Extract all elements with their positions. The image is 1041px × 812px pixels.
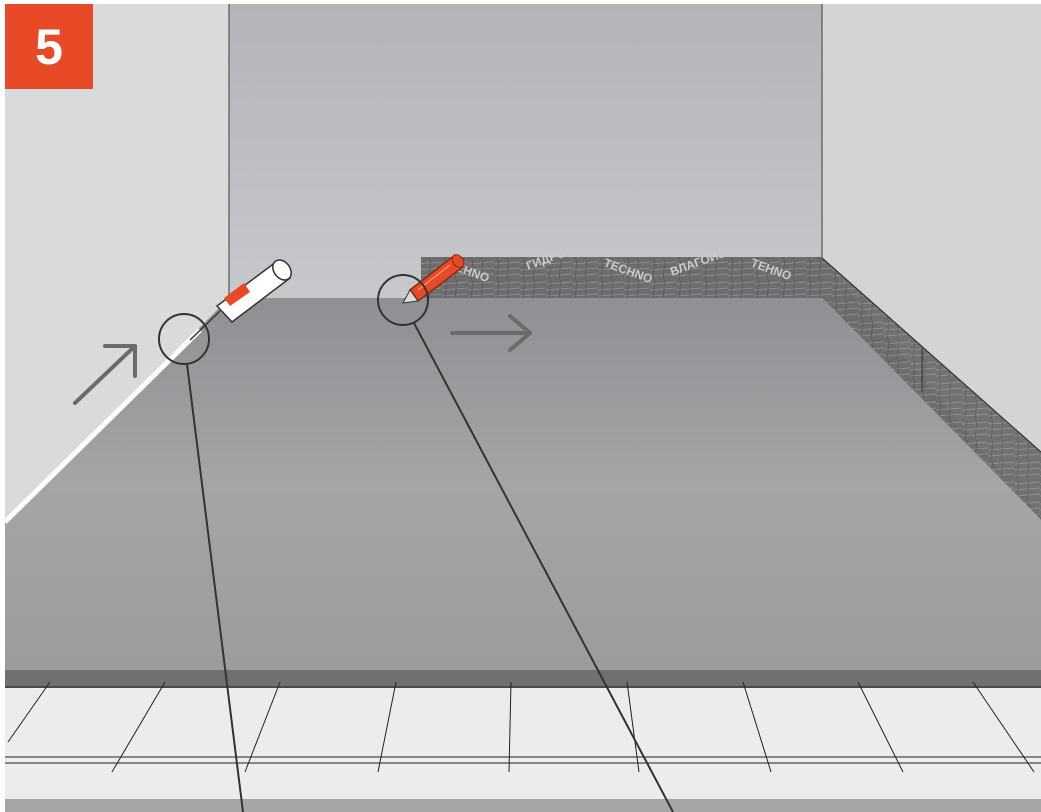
left-wall bbox=[5, 4, 229, 522]
utility-knife-icon bbox=[402, 253, 465, 304]
tile-joints bbox=[5, 681, 1041, 773]
glue-gun-icon bbox=[189, 259, 292, 341]
callout-circle-icon bbox=[158, 313, 244, 812]
floor-membrane bbox=[5, 298, 1041, 672]
tile-strip bbox=[5, 688, 1041, 812]
back-wall bbox=[229, 4, 822, 298]
tile-bottom-band bbox=[5, 799, 1041, 812]
sealed-seam-left bbox=[3, 328, 202, 524]
direction-arrow-icon bbox=[73, 344, 137, 405]
direction-arrow-icon bbox=[450, 314, 532, 352]
right-wall bbox=[822, 4, 1041, 520]
floor-edge bbox=[5, 670, 1041, 688]
step-number-badge: 5 bbox=[5, 4, 93, 89]
right-wall-top-edge bbox=[821, 257, 1041, 453]
membrane-back-strip bbox=[421, 257, 822, 298]
callout-circle-icon bbox=[377, 274, 674, 812]
membrane-right-band bbox=[822, 258, 1041, 520]
